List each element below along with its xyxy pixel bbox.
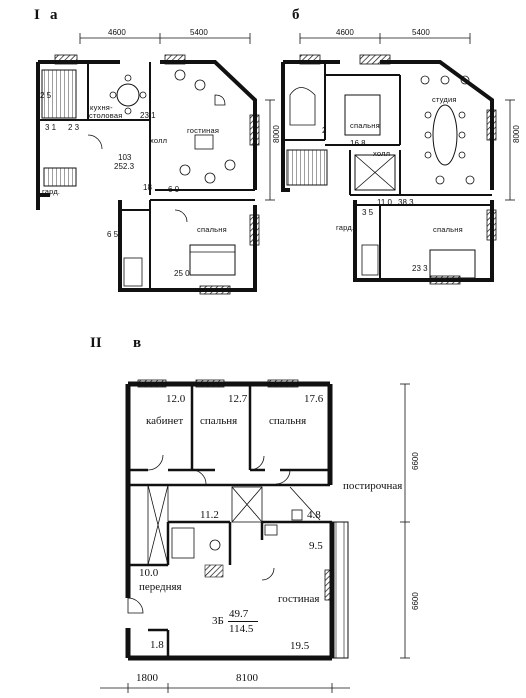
plan-v-area-laundry: 4.8 xyxy=(307,509,321,521)
plan-a-room-entry: гард. xyxy=(42,187,61,196)
plan-a-area-3: 252.3 xyxy=(114,162,135,171)
section-one-mark: I xyxy=(34,7,40,23)
plan-b-area-3: 38 3 xyxy=(398,198,414,207)
plan-b-room-bedroom-bottom: спальня xyxy=(433,225,463,234)
plan-v-area-corridor: 11.2 xyxy=(200,509,219,521)
plan-b-dim-1: 4600 xyxy=(336,28,354,37)
plan-b-room-wardrobe: гард. xyxy=(336,223,355,232)
plan-v-area-storage: 1.8 xyxy=(150,639,164,651)
plan-v xyxy=(100,379,410,693)
plan-v-room-study: кабинет xyxy=(146,415,184,427)
plan-b-dim-2: 5400 xyxy=(412,28,430,37)
plan-a-area-9: 3 1 xyxy=(45,123,57,132)
plan-b-dimension-lines xyxy=(299,33,515,201)
plan-a-area-1: 23 1 xyxy=(140,111,156,120)
plan-v-area-bedroom2: 17.6 xyxy=(304,393,324,405)
plan-a-area-10: 2 5 xyxy=(40,91,52,100)
plan-v-area-hallway: 10.0 xyxy=(139,567,159,579)
plan-a-area-4: 18 xyxy=(143,183,152,192)
plan-b-room-hall: холл xyxy=(373,149,391,158)
plan-a-room-bedroom: спальня xyxy=(197,225,227,234)
plan-b-room-studio: студия xyxy=(432,95,457,104)
plan-a-letter: а xyxy=(50,7,58,23)
plan-v-formula-numerator: 49.7 xyxy=(229,608,249,620)
plan-a-dim-2: 5400 xyxy=(190,28,208,37)
plan-a-area-5: 6 0 xyxy=(168,185,180,194)
plan-v-formula-bar xyxy=(228,621,258,622)
plan-v-area-study: 12.0 xyxy=(166,393,186,405)
plan-v-room-hallway: передняя xyxy=(139,581,182,593)
plan-v-dim-bottom-right: 8100 xyxy=(236,672,258,684)
plan-b xyxy=(281,33,515,285)
plan-b-dim-3: 8000 xyxy=(512,125,521,143)
plan-v-dim-bottom-left: 1800 xyxy=(136,672,158,684)
plan-b-area-1: 2 xyxy=(322,126,327,135)
plan-a-room-hall: холл xyxy=(150,136,168,145)
plan-v-area-bedroom1: 12.7 xyxy=(228,393,248,405)
plan-b-area-4: 11 0 xyxy=(377,198,392,207)
plan-a-dim-3: 8000 xyxy=(272,125,281,143)
plan-v-formula-denominator: 114.5 xyxy=(229,623,254,635)
plan-a-area-2: 103 xyxy=(118,153,132,162)
plan-b-room-bedroom-top: спальня xyxy=(350,121,380,130)
plan-v-dim-left-total: 6600 xyxy=(411,452,420,470)
plan-b-area-2: 16 8 xyxy=(350,139,366,148)
plan-b-area-6: 23 3 xyxy=(412,264,428,273)
plan-v-dimension-lines xyxy=(100,383,410,693)
plan-a-dimension-lines xyxy=(79,33,275,201)
plan-b-letter: б xyxy=(292,7,300,23)
plan-v-room-bedroom1: спальня xyxy=(200,415,238,427)
plan-v-room-laundry: постирочная xyxy=(343,480,403,492)
plan-v-area-kitchen: 9.5 xyxy=(309,540,323,552)
plan-b-area-5: 3 5 xyxy=(362,208,374,217)
plan-v-room-bedroom2: спальня xyxy=(269,415,307,427)
plan-v-room-living: гостиная xyxy=(278,593,320,605)
plan-a-dim-1: 4600 xyxy=(108,28,126,37)
plan-a-room-kitchen-2: столовая xyxy=(89,111,123,120)
plan-v-formula-prefix: 3Б xyxy=(212,615,224,627)
plan-a xyxy=(36,33,275,295)
plan-a-room-living: гостиная xyxy=(187,126,220,135)
plan-a-area-7: 25 0 xyxy=(174,269,190,278)
plan-a-area-6: 6 5 xyxy=(107,230,119,239)
plan-v-letter: в xyxy=(133,335,142,351)
plan-v-dim-right-total: 6600 xyxy=(411,592,420,610)
plan-a-area-8: 2 3 xyxy=(68,123,80,132)
section-two-mark: II xyxy=(90,335,102,351)
plan-a-room-kitchen: кухня- xyxy=(90,103,113,112)
plan-v-area-living: 19.5 xyxy=(290,640,310,652)
